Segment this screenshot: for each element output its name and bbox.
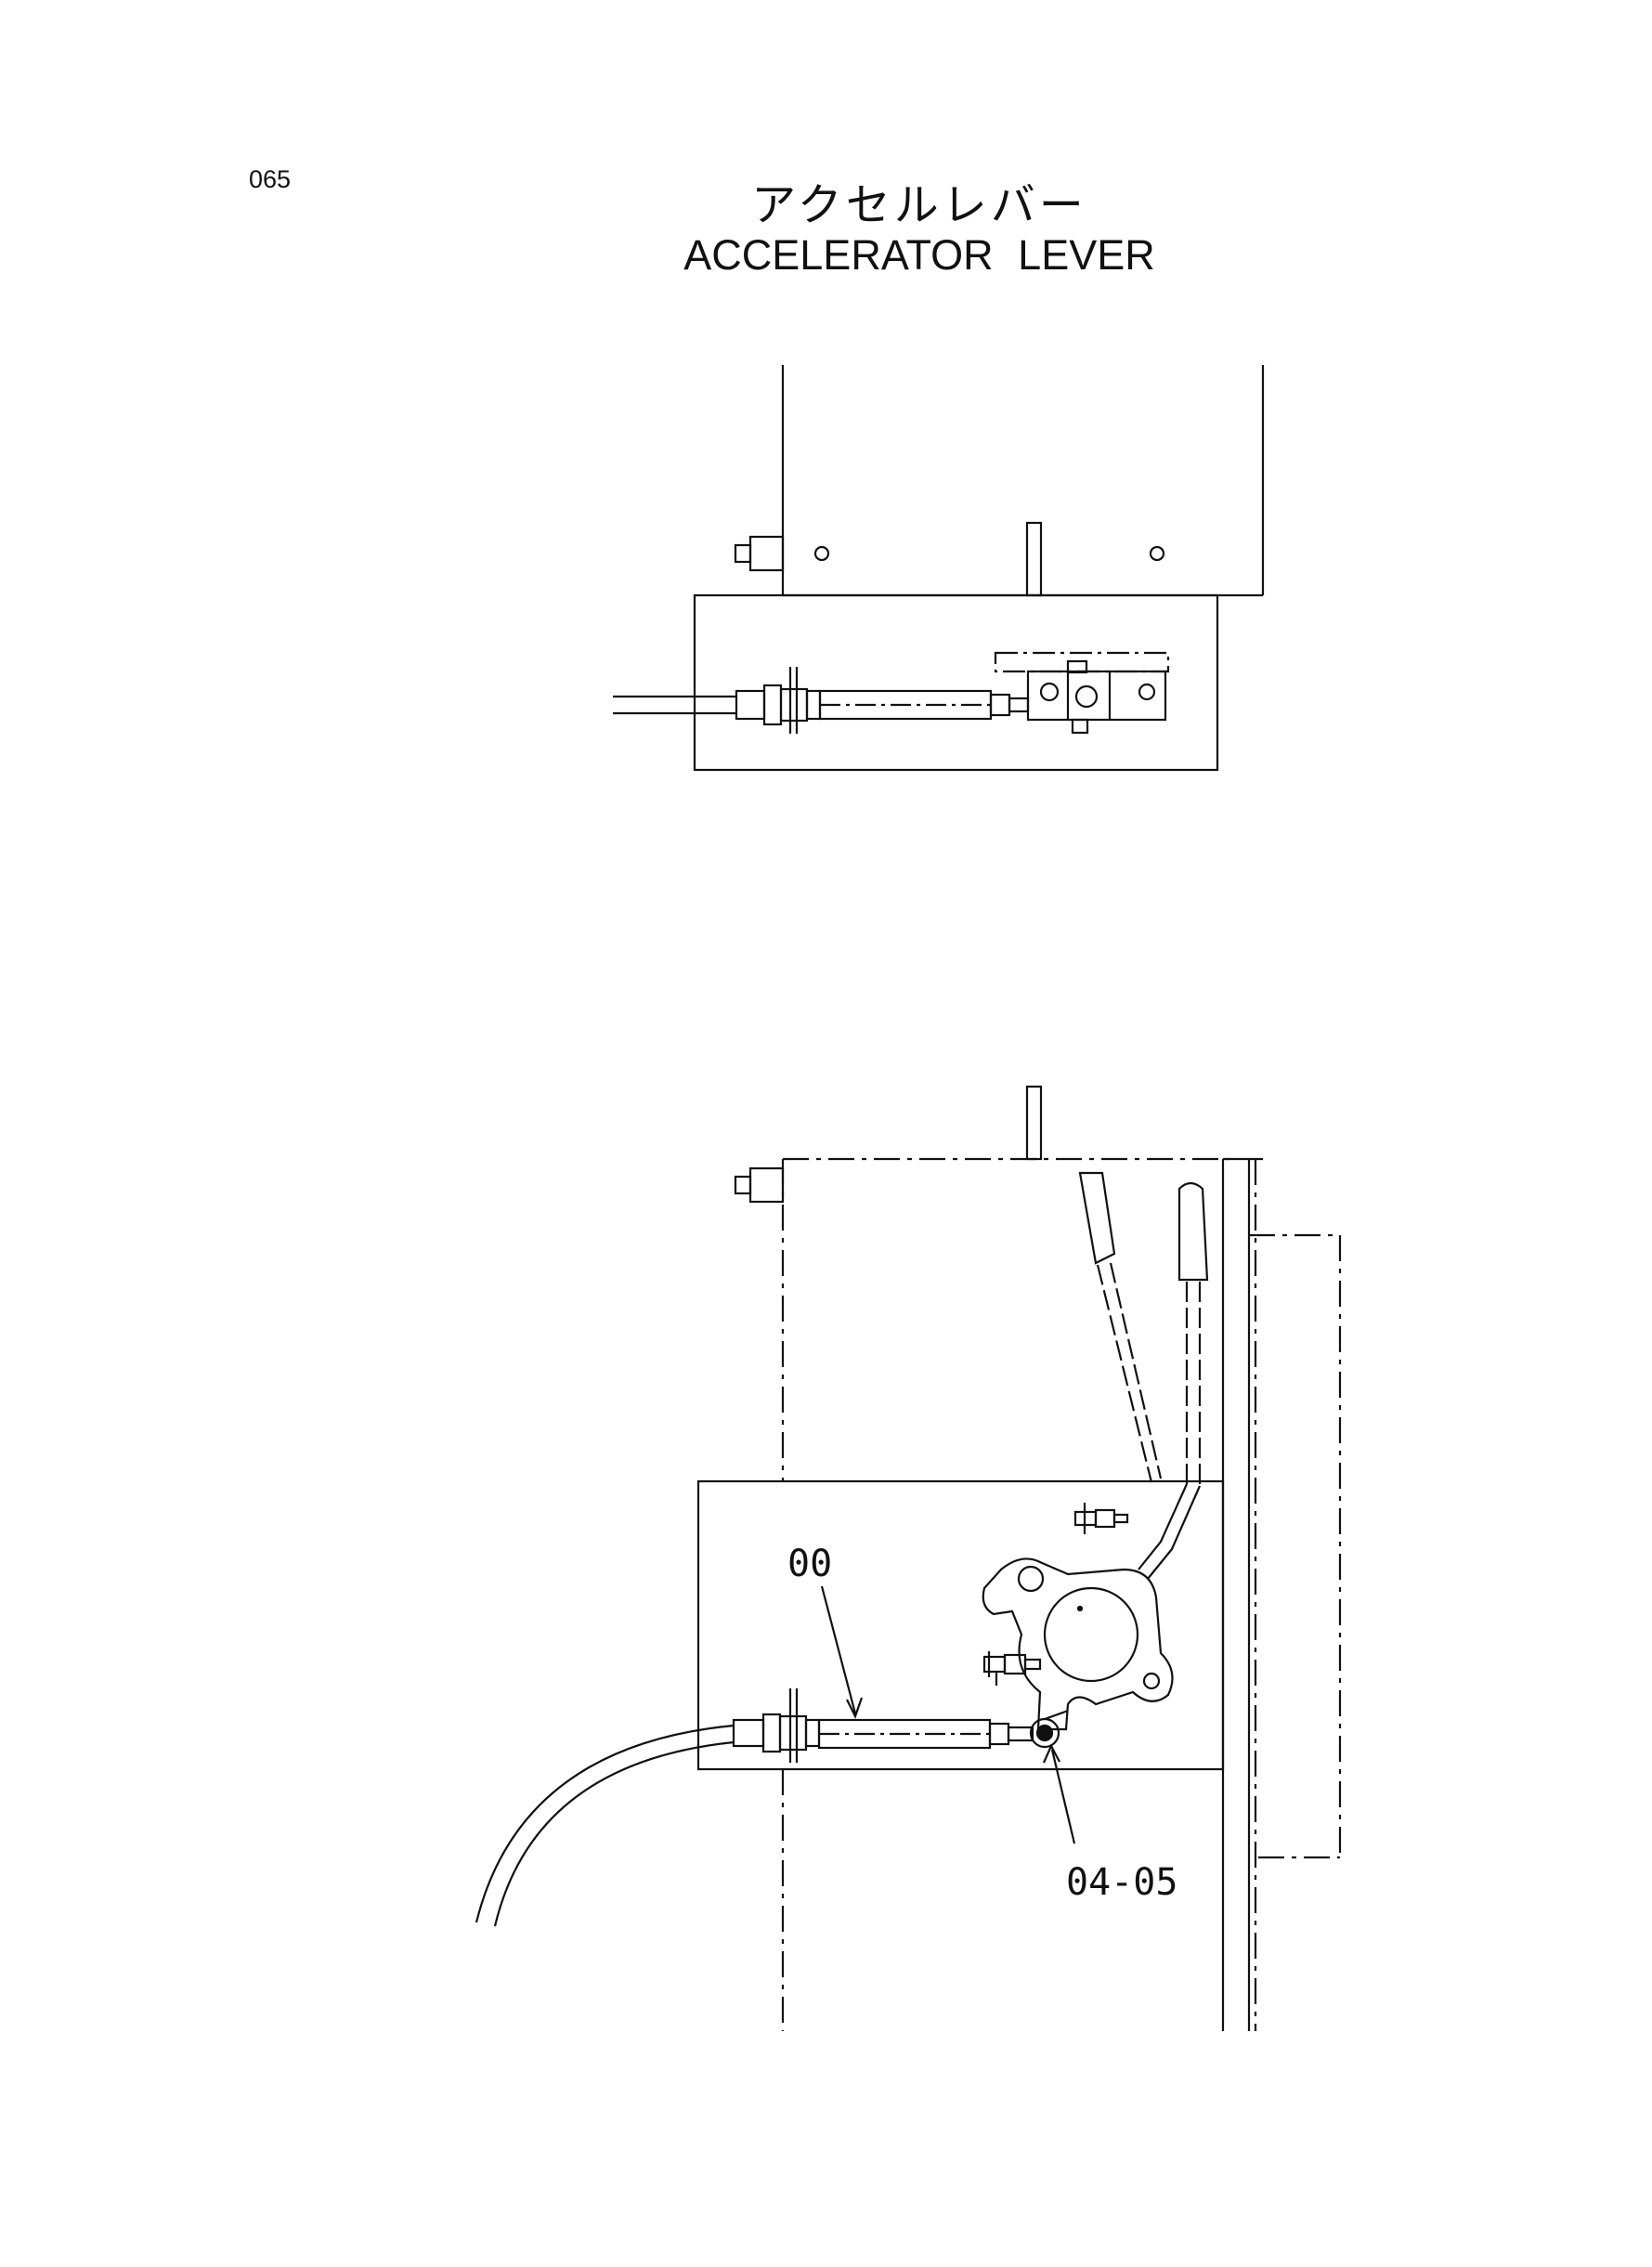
title-japanese: アクセルレバー (751, 179, 1087, 231)
title-english: ACCELERATOR LEVER (683, 230, 1155, 279)
page-number: 065 (249, 165, 292, 193)
title-block: アクセルレバー ACCELERATOR LEVER (520, 181, 1319, 280)
top-view (613, 365, 1265, 772)
front-view (475, 1085, 1342, 2031)
callout-00: 00 (787, 1543, 832, 1585)
callout-04-05: 04-05 (1066, 1861, 1177, 1904)
